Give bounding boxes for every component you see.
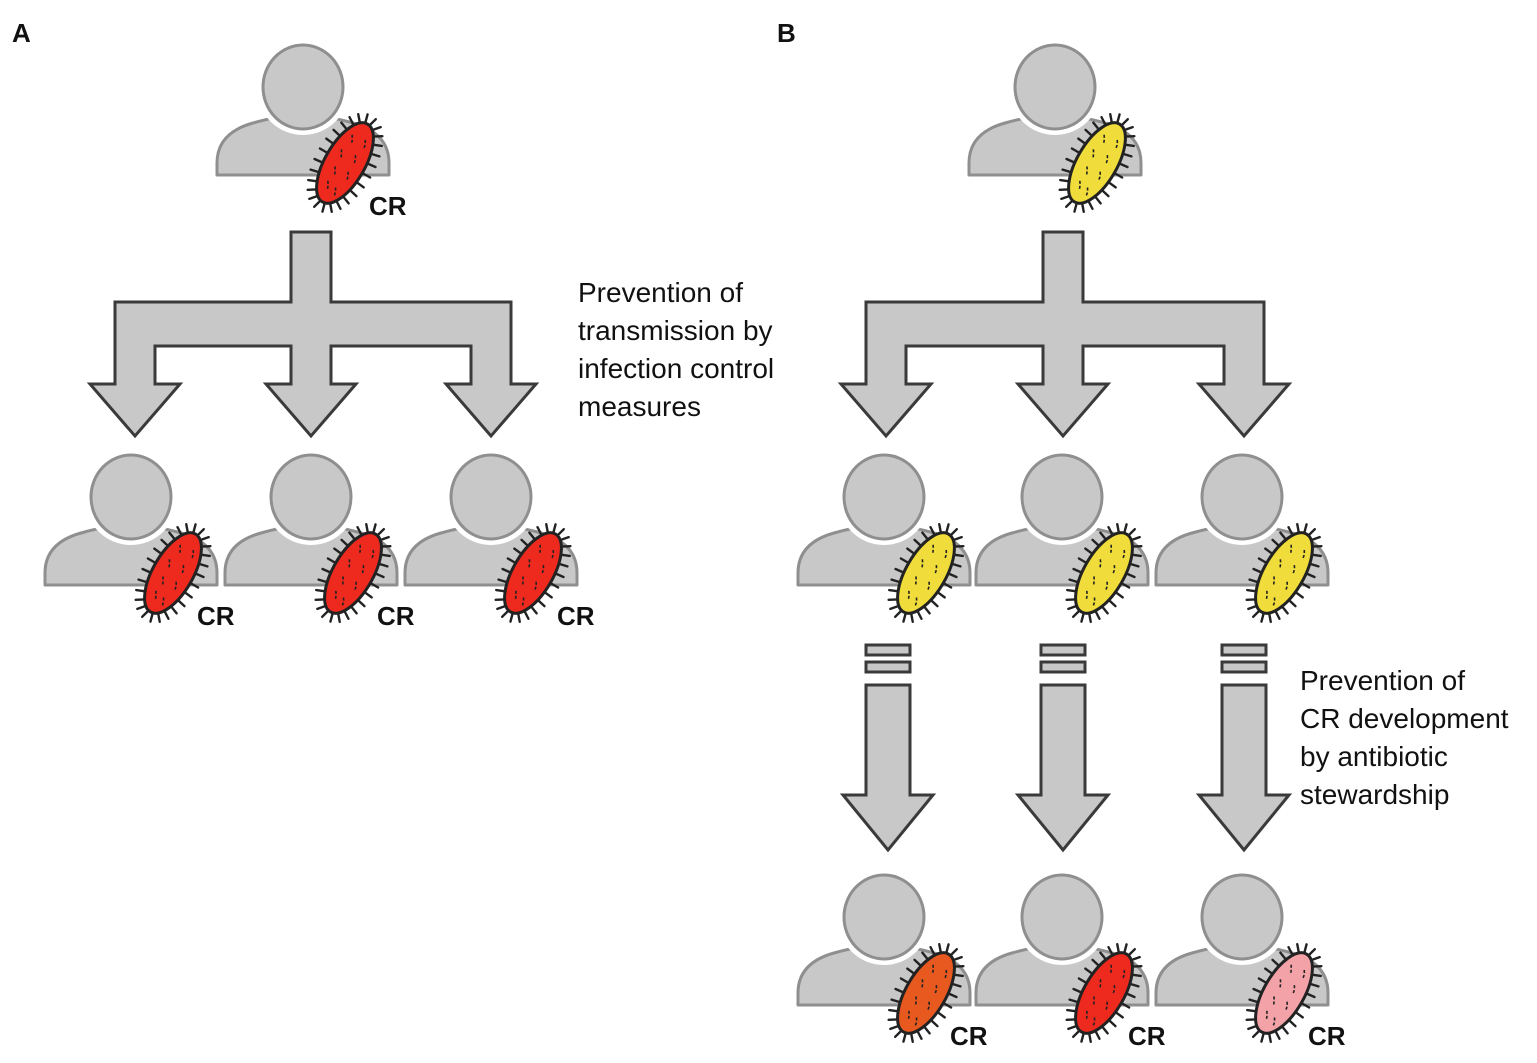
bacterium-icon: [1065, 942, 1143, 1044]
panel-a-caption-line: infection control: [578, 353, 775, 384]
down-arrow-icon: [1014, 683, 1112, 853]
panel-b-caption-line: Prevention of: [1300, 665, 1465, 696]
bacterium-icon: [494, 522, 572, 624]
cr-label: CR: [197, 601, 235, 631]
bacterium-icon: [1065, 522, 1143, 624]
bacterium-icon: [887, 522, 965, 624]
cr-label: CR: [1308, 1021, 1346, 1051]
person-icon: CR: [1154, 873, 1346, 1051]
bacterium-icon: [1245, 942, 1323, 1044]
down-arrow-icon: [1195, 683, 1293, 853]
arrow-break-mark: [864, 643, 912, 657]
panel-a-caption-line: transmission by: [578, 315, 773, 346]
down-arrow-icon: [839, 683, 937, 853]
person-icon: [796, 453, 972, 624]
bacterium-icon: [1058, 112, 1136, 214]
person-icon: [1154, 453, 1330, 624]
panel-b-caption-line: stewardship: [1300, 779, 1450, 810]
cr-label: CR: [369, 191, 407, 221]
person-icon: [974, 453, 1150, 624]
panel-a-caption-line: measures: [578, 391, 701, 422]
arrow-layer: [86, 230, 1293, 853]
person-icon: [967, 43, 1143, 214]
person-icon: CR: [796, 873, 988, 1051]
panel-b-caption-line: by antibiotic: [1300, 741, 1448, 772]
person-icon: CR: [974, 873, 1166, 1051]
bacterium-icon: [1245, 522, 1323, 624]
person-icon: CR: [43, 453, 235, 631]
bacterium-icon: [314, 522, 392, 624]
arrow-break-mark: [1220, 660, 1268, 674]
arrow-break-mark: [864, 660, 912, 674]
branch-arrow-icon: [86, 230, 540, 439]
person-icon: CR: [215, 43, 407, 221]
bacterium-icon: [134, 522, 212, 624]
bacterium-icon: [306, 112, 384, 214]
arrow-break-mark: [1039, 643, 1087, 657]
panel-b-caption-line: CR development: [1300, 703, 1509, 734]
arrow-break-mark: [1039, 660, 1087, 674]
arrow-break-mark: [1220, 643, 1268, 657]
people-layer: CR CR CR CR CR CR CR: [43, 43, 1346, 1051]
cr-label: CR: [950, 1021, 988, 1051]
cr-label: CR: [1128, 1021, 1166, 1051]
panel-b-caption: Prevention of CR development by antibiot…: [1300, 662, 1509, 814]
cr-label: CR: [557, 601, 595, 631]
bacterium-icon: [887, 942, 965, 1044]
panel-a-label: A: [12, 18, 31, 48]
person-icon: CR: [403, 453, 595, 631]
branch-arrow-icon: [837, 230, 1293, 439]
person-icon: CR: [223, 453, 415, 631]
panel-b-label: B: [777, 18, 796, 48]
panel-a-caption: Prevention of transmission by infection …: [578, 274, 774, 426]
panel-a-caption-line: Prevention of: [578, 277, 743, 308]
cr-label: CR: [377, 601, 415, 631]
